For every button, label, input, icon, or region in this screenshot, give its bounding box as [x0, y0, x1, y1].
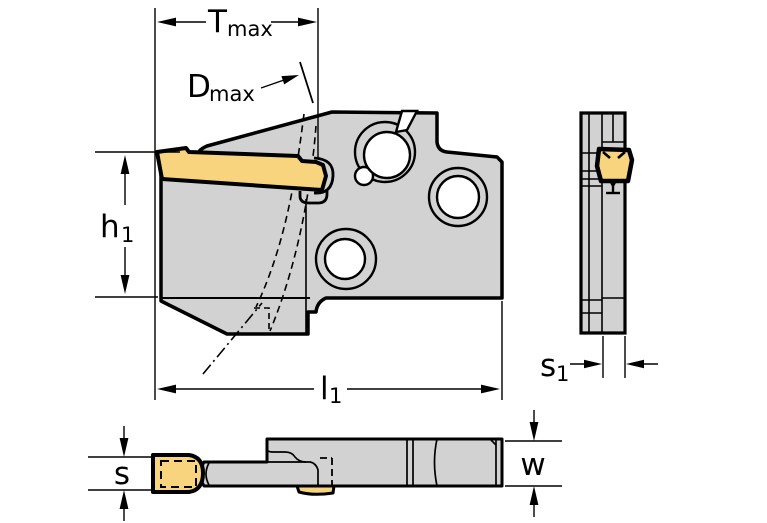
- clamp-hole-outer: [353, 120, 417, 184]
- mount-hole-left-outer: [314, 227, 378, 291]
- tool-body-bottom: [199, 437, 504, 488]
- insert-bottom-head: [151, 453, 205, 494]
- ext-lines-w: [505, 440, 562, 487]
- arrow-s-bottom: [119, 490, 129, 509]
- ext-lines-s1: [602, 336, 626, 378]
- label-h1-sub: 1: [121, 223, 134, 247]
- workpiece-centerline: [202, 302, 263, 375]
- label-tmax: T: [207, 4, 228, 40]
- arrow-dmax: [281, 75, 299, 85]
- insert-front: [155, 146, 328, 192]
- tool-body-front: [159, 110, 504, 336]
- label-l1-sub: 1: [329, 384, 342, 408]
- insert-seat-notch: [610, 183, 616, 188]
- arrow-h1-top: [120, 155, 130, 174]
- tmax-arc-hidden: [269, 125, 317, 332]
- label-h1: h: [100, 209, 120, 245]
- insert-side: [594, 146, 635, 184]
- arrow-tmax-right: [298, 17, 317, 27]
- side-view: [579, 111, 635, 335]
- insert-top-wedge-right: [617, 151, 626, 159]
- bottom-contour-lines: [205, 438, 497, 487]
- dmax-tick: [299, 61, 314, 104]
- label-tmax-sub: max: [227, 17, 273, 41]
- label-s1-sub: 1: [556, 362, 569, 386]
- insert-underside-sliver: [295, 484, 336, 496]
- insert-top-wedge-left: [602, 151, 611, 159]
- label-dmax: D: [187, 69, 211, 105]
- label-w: w: [520, 447, 545, 483]
- arrow-s-top: [119, 438, 129, 457]
- side-contour-lines: [581, 113, 625, 333]
- arrow-w-top: [529, 422, 539, 441]
- dimension-labels: T max D max h 1 l 1 s 1 s w: [100, 4, 569, 492]
- clamp-hook: [298, 189, 329, 205]
- mount-hole-left-inner: [323, 237, 367, 281]
- arrow-tmax-left: [157, 17, 176, 27]
- arrow-l1-left: [157, 384, 176, 394]
- label-l1: l: [320, 371, 329, 407]
- dmax-arc-hidden: [255, 113, 305, 308]
- label-s1: s: [540, 348, 556, 384]
- arrow-s1-right: [626, 359, 644, 369]
- clamp-pin-hole: [353, 165, 375, 187]
- arrow-l1-right: [481, 384, 500, 394]
- dimension-lines: [88, 8, 658, 521]
- label-s: s: [114, 456, 130, 492]
- label-dmax-sub: max: [209, 82, 255, 106]
- insert-hidden-outline: [160, 460, 197, 488]
- ext-lines-s: [88, 456, 155, 491]
- front-view: [155, 61, 504, 375]
- dimension-arrowheads: [119, 17, 644, 509]
- arrow-w-bottom: [529, 486, 539, 505]
- clamp-ear: [313, 156, 335, 195]
- hidden-pocket-corner: [254, 307, 270, 329]
- clamp-hole-inner: [362, 130, 412, 180]
- arrow-s1-left: [584, 359, 602, 369]
- key-slot: [394, 109, 419, 134]
- leader-dmax: [260, 79, 285, 89]
- bottom-view: [151, 437, 504, 496]
- mount-hole-right-outer: [427, 166, 489, 228]
- arrow-h1-bottom: [120, 275, 130, 294]
- mount-hole-right-inner: [435, 174, 481, 220]
